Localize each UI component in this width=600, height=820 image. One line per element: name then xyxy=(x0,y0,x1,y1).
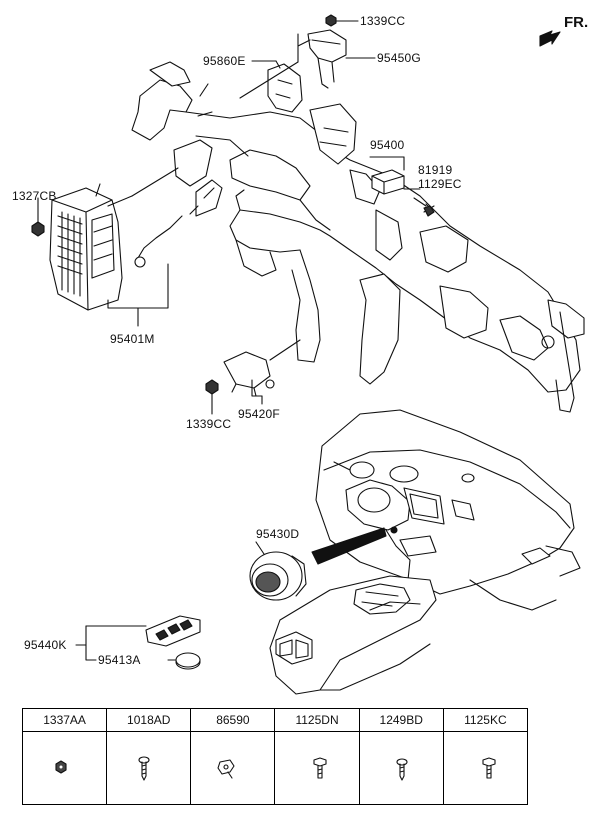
legend-header: 1018AD xyxy=(106,708,192,732)
battery-95413a xyxy=(175,652,201,670)
callout-95400: 95400 xyxy=(370,138,405,152)
legend-header: 86590 xyxy=(190,708,276,732)
callout-1339cc-bottom: 1339CC xyxy=(186,417,232,431)
bolt-1129ec xyxy=(423,203,435,217)
legend-header-row: 1337AA 1018AD 86590 1125DN 1249BD 1125KC xyxy=(21,708,529,732)
dashboard-illustration xyxy=(315,409,581,611)
callout-95430d: 95430D xyxy=(256,527,300,541)
pointer-arrow xyxy=(311,527,387,565)
callout-95440k: 95440K xyxy=(24,638,67,652)
callout-81919: 81919 xyxy=(418,163,453,177)
legend-icon-row xyxy=(21,731,529,805)
legend-cell xyxy=(190,731,276,805)
callout-95401m: 95401M xyxy=(110,332,155,346)
legend-cell xyxy=(21,731,108,805)
smart-key-unit-95400 xyxy=(371,169,405,195)
start-stop-button-95430d xyxy=(249,551,307,601)
junction-box-module xyxy=(49,183,123,311)
front-arrow-icon xyxy=(539,30,561,47)
smart-key-fob-95440k xyxy=(145,615,201,647)
bolt-1327cb xyxy=(31,221,45,237)
callout-95860e: 95860E xyxy=(203,54,246,68)
legend-header: 1249BD xyxy=(358,708,444,732)
legend-cell xyxy=(358,731,444,805)
callout-95450g: 95450G xyxy=(377,51,421,65)
console-illustration xyxy=(269,575,437,695)
legend-cell xyxy=(274,731,360,805)
wiring-harness-95401m xyxy=(134,187,215,268)
bracket-95450g xyxy=(307,29,347,89)
callout-1129ec: 1129EC xyxy=(418,177,462,191)
legend-cell xyxy=(442,731,529,805)
sensor-95420f xyxy=(223,351,275,397)
nut-1339cc-bottom xyxy=(205,379,219,395)
callout-95413a: 95413A xyxy=(98,653,141,667)
callout-1339cc-top: 1339CC xyxy=(360,14,406,28)
legend-header: 1337AA xyxy=(21,708,108,732)
cowl-crossbar-assembly xyxy=(131,61,585,413)
callout-95420f: 95420F xyxy=(238,407,280,421)
bracket-95860e xyxy=(267,63,303,113)
orientation-label: FR. xyxy=(564,14,589,31)
callout-1327cb: 1327CB xyxy=(12,189,57,203)
nut-1339cc-top xyxy=(325,14,337,27)
legend-cell xyxy=(106,731,192,805)
legend-header: 1125KC xyxy=(442,708,529,732)
fastener-legend-table: 1337AA 1018AD 86590 1125DN 1249BD 1125KC xyxy=(21,708,529,805)
legend-header: 1125DN xyxy=(274,708,360,732)
